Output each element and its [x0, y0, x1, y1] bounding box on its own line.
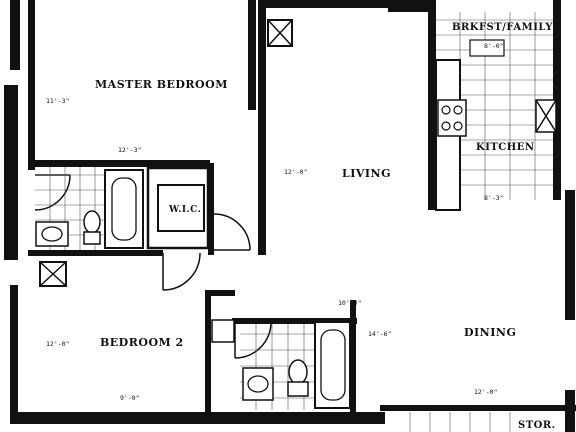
dim-living-width: 12'-0" [284, 168, 307, 176]
label-storage: STOR. [518, 420, 556, 431]
dim-dining-b: 14'-6" [368, 330, 391, 338]
dim-bedroom2-height: 9'-0" [120, 394, 140, 402]
kitchen-area [435, 12, 557, 211]
dim-master-width: 11'-3" [46, 97, 69, 105]
label-wic: W.I.C. [168, 205, 201, 215]
label-bedroom-2: BEDROOM 2 [100, 336, 184, 349]
dim-storage: 12'-0" [474, 388, 497, 396]
label-living: LIVING [342, 167, 391, 180]
label-master-bedroom: MASTER BEDROOM [95, 78, 228, 91]
dim-dining-a: 10'-0" [338, 299, 361, 307]
door-swings [34, 174, 272, 359]
dim-kitchen: 8'-3" [484, 194, 504, 202]
master-bathroom [35, 167, 144, 250]
storage-area [409, 412, 511, 432]
walk-in-closet [146, 166, 210, 250]
label-dining: DINING [464, 326, 516, 339]
label-kitchen: KITCHEN [476, 142, 534, 153]
label-brkfst-family: BRKFST/FAMILY [452, 22, 553, 33]
ducts [39, 19, 293, 287]
dim-brkfst: 8'-0" [484, 42, 504, 50]
walls [4, 0, 576, 432]
dim-bedroom2-width: 12'-0" [46, 340, 69, 348]
dim-master-height: 12'-3" [118, 146, 141, 154]
second-bathroom [211, 319, 351, 410]
